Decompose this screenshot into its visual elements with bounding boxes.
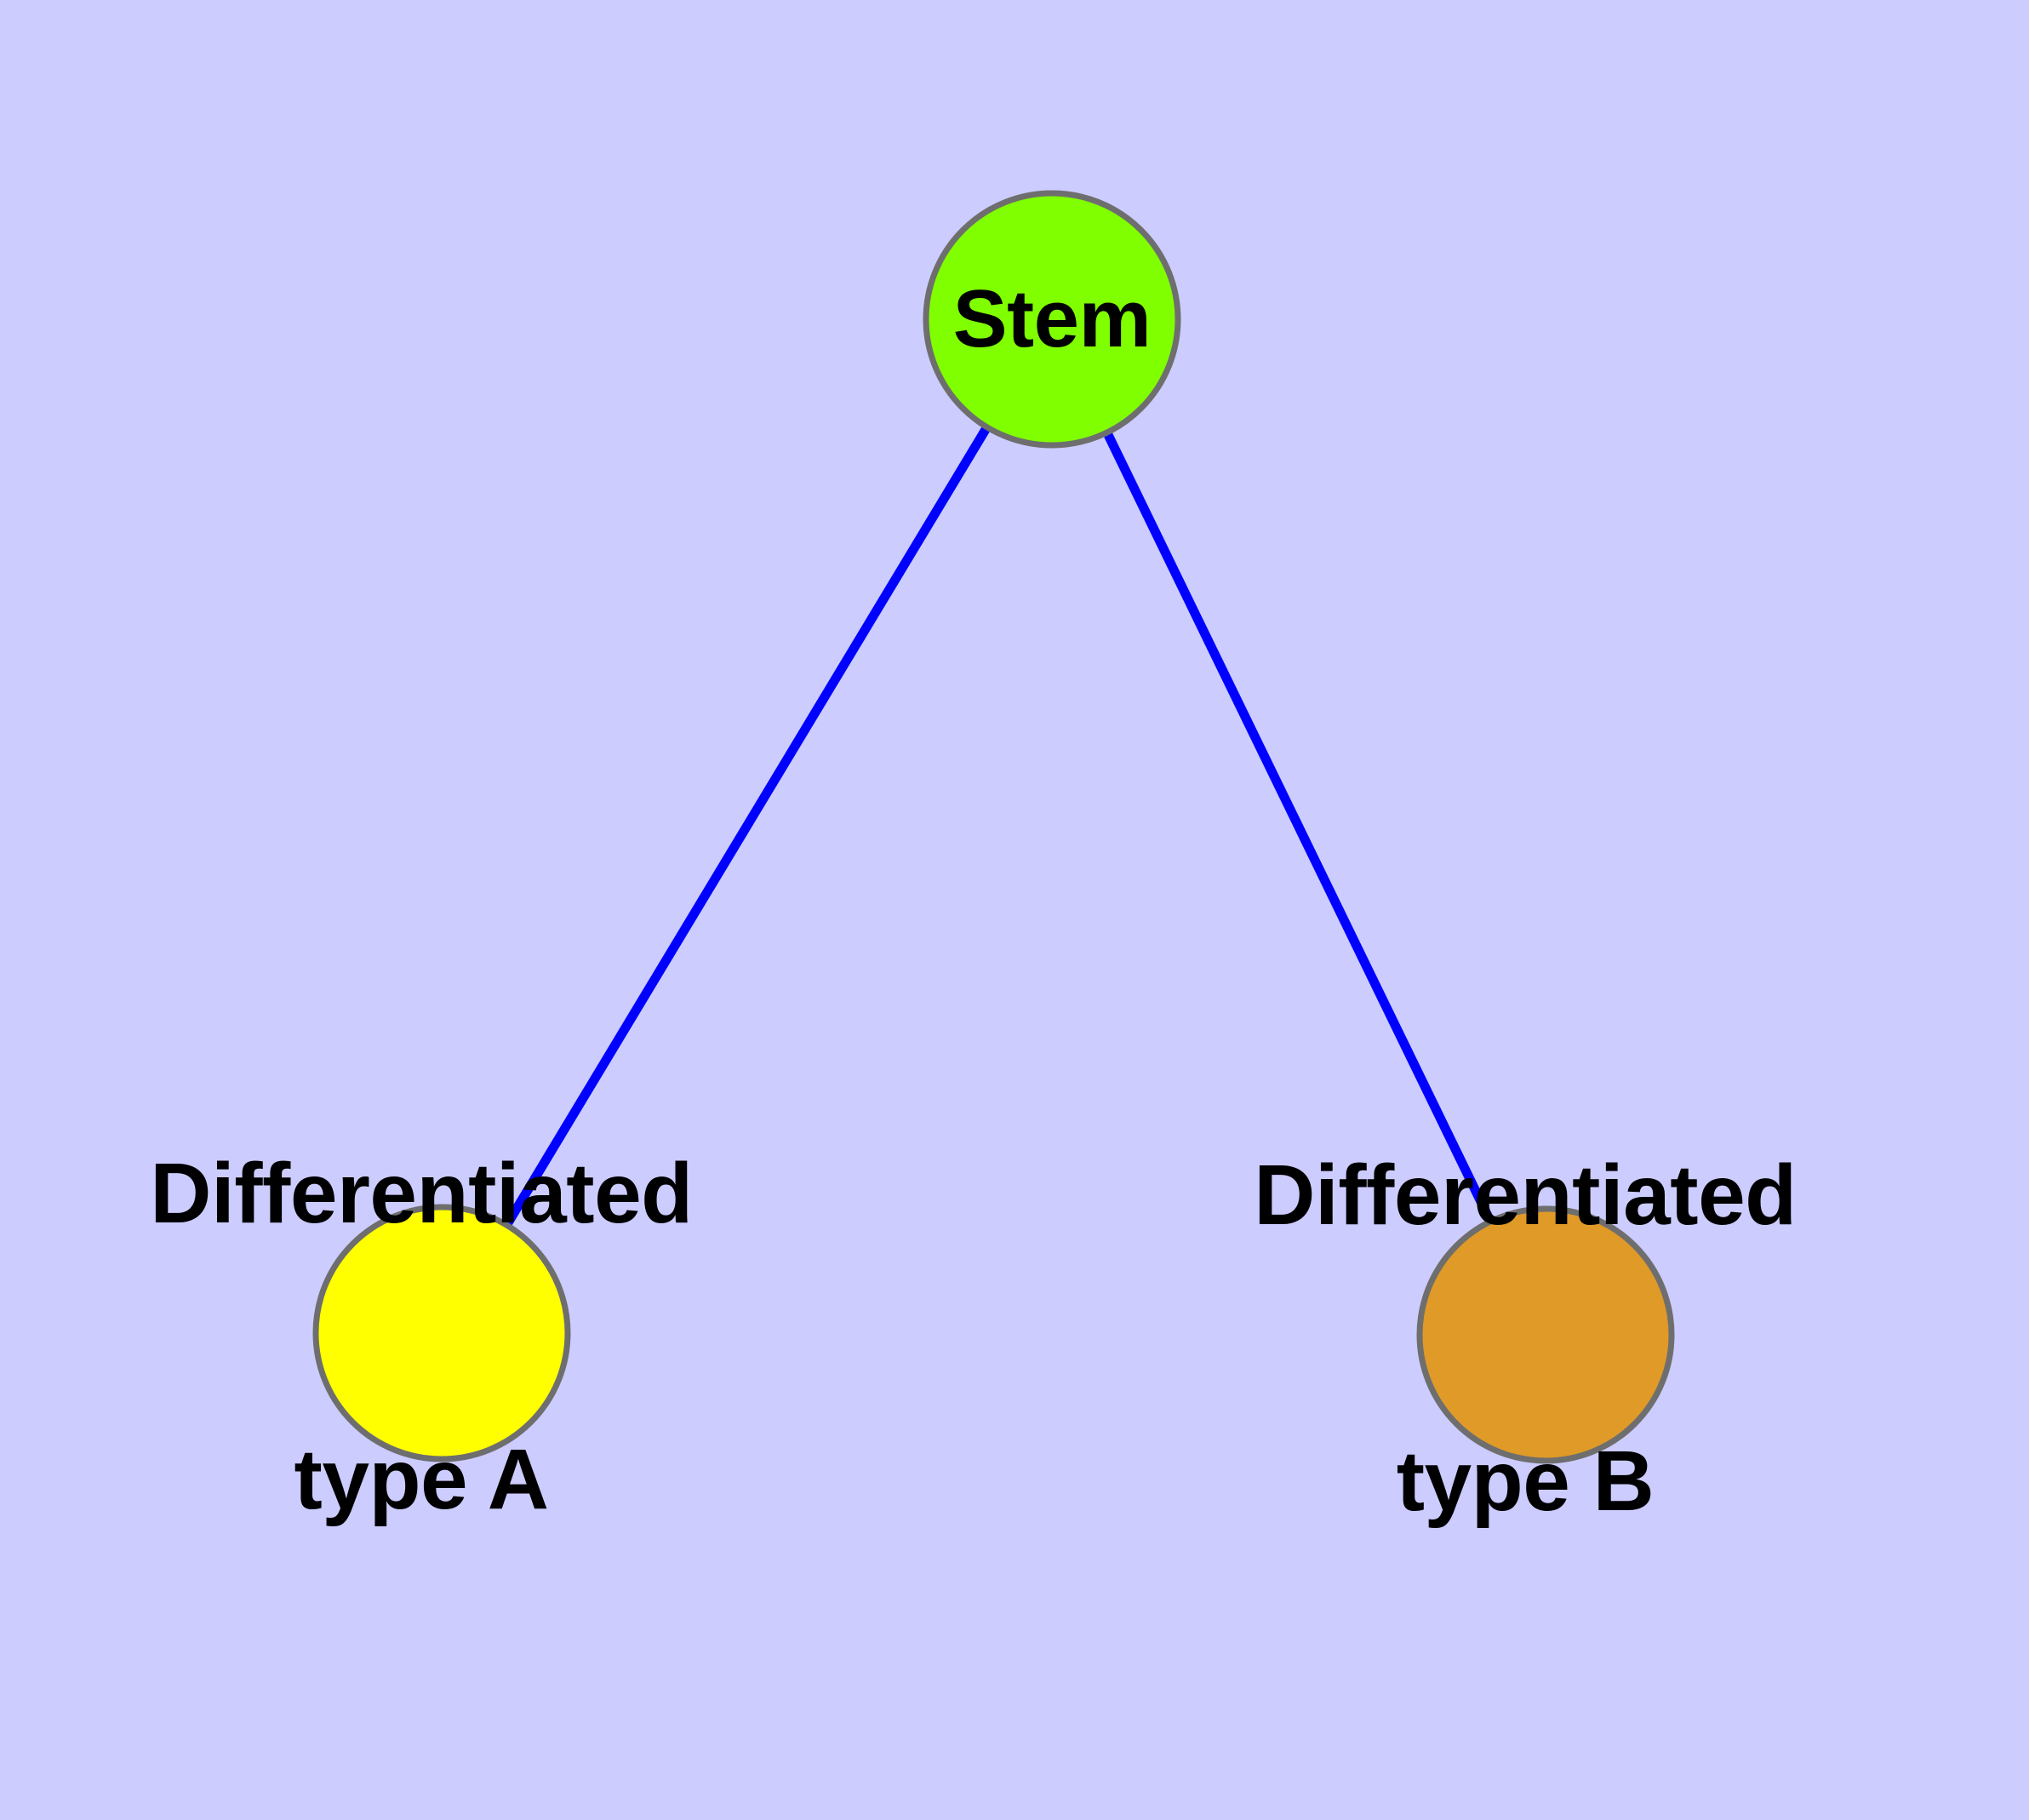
edge-layer xyxy=(437,317,1550,1337)
node-diff-b[interactable] xyxy=(1416,1205,1675,1464)
edge-stem-to-diff-b[interactable] xyxy=(1048,317,1550,1337)
node-diff-a[interactable] xyxy=(312,1204,571,1462)
node-layer xyxy=(312,190,1675,1464)
edge-stem-to-diff-a[interactable] xyxy=(437,317,1056,1336)
node-stem[interactable] xyxy=(923,190,1181,449)
